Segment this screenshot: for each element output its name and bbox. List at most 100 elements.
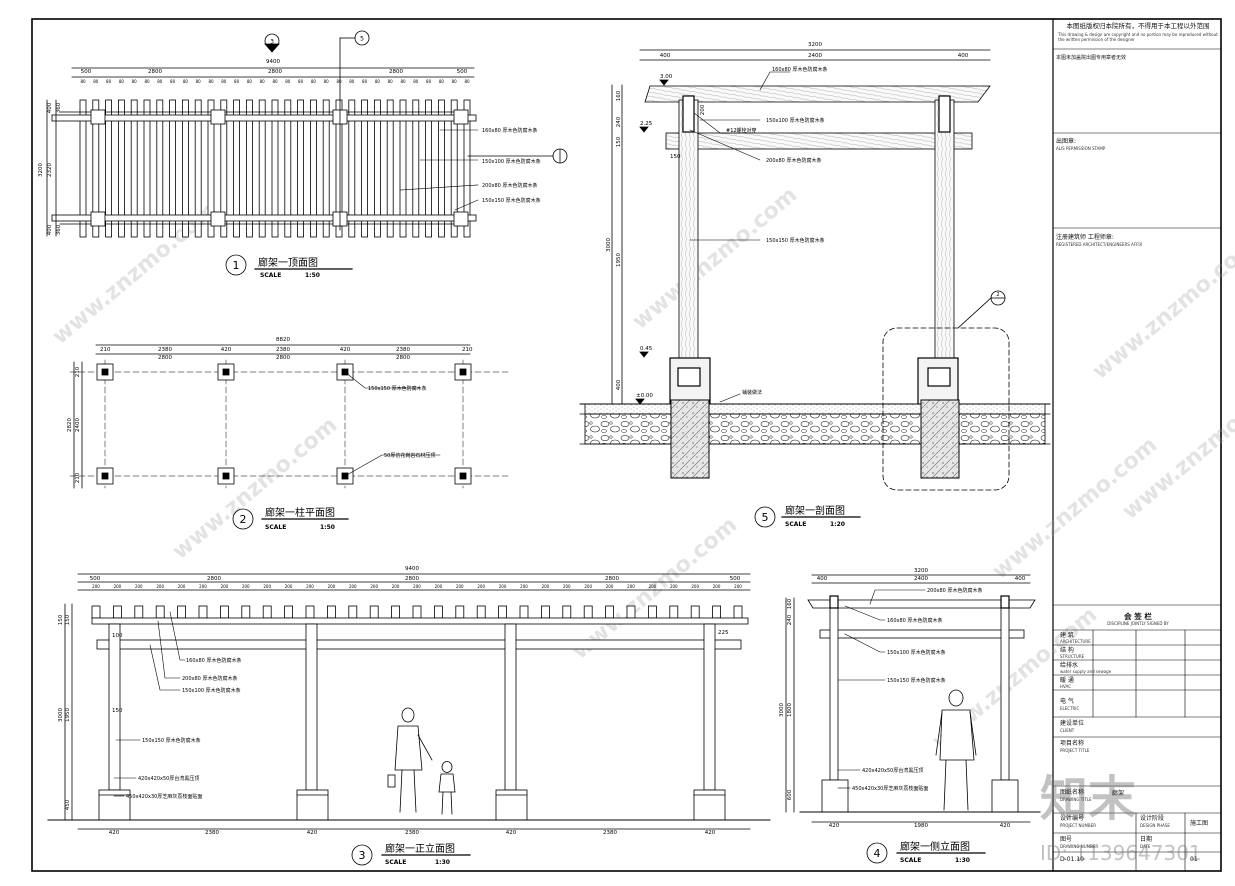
brand-watermark: 知末 ID: 1139647301 — [1040, 771, 1202, 865]
rafter-end — [519, 605, 529, 619]
dim-text: 420 — [307, 830, 318, 836]
dim-text: 400 — [1015, 576, 1026, 582]
rafter-batten — [105, 99, 112, 238]
rafter-end — [669, 605, 679, 619]
discipline-electric: 电 气 — [1060, 698, 1074, 705]
column-footprints — [96, 363, 472, 485]
dim-text: 200 — [520, 584, 528, 589]
rafter-end — [219, 605, 229, 619]
dim-text: 200 — [456, 584, 464, 589]
rafter-end — [241, 605, 251, 619]
view-scale: 1:50 — [305, 272, 320, 279]
rafter-end — [412, 605, 422, 619]
rafter-end — [541, 605, 550, 619]
leader-note: 160x80 厚木色防腐木条 — [887, 617, 942, 624]
dim-text: 200 — [199, 584, 207, 589]
level-mark: 0.45 — [640, 346, 653, 352]
rafter-batten — [437, 99, 445, 238]
dim-text: 80 — [324, 79, 330, 84]
view-scale: 1:30 — [435, 859, 450, 866]
dim-text: 100 — [112, 633, 123, 639]
date-label: 日期 — [1140, 836, 1153, 843]
rafter-end — [91, 605, 101, 619]
rafter-batten — [463, 99, 471, 238]
dim-text: 400 — [958, 53, 969, 59]
leader-note: 150x150 厚木色防腐木条 — [482, 197, 541, 204]
rafter-end — [455, 605, 465, 619]
figure-man — [935, 689, 977, 811]
dim-text: 200 — [606, 584, 614, 589]
dim-text: 150 — [616, 136, 622, 147]
rafter-end — [305, 605, 315, 619]
rafter-batten — [373, 99, 381, 238]
dim-text: 420 — [506, 830, 517, 836]
dim-text: 200 — [670, 584, 678, 589]
rafter-end — [284, 605, 294, 619]
dim-text: 80 — [80, 79, 86, 84]
dim-text: 2800 — [148, 69, 162, 75]
dim-text: 2800 — [396, 355, 410, 361]
drawing-number-label-en: DRAWING NUMBER — [1060, 844, 1099, 849]
design-phase-value: 施工图 — [1190, 820, 1209, 827]
dim-text: 600 — [787, 789, 793, 800]
dim-text: 80 — [260, 79, 266, 84]
dim-text: 80 — [183, 79, 189, 84]
dim-text: 3000 — [606, 238, 612, 252]
rafter-end — [134, 605, 144, 619]
dim-text: 80 — [247, 79, 253, 84]
dim-text: 200 — [413, 584, 421, 589]
dim-text: 500 — [81, 69, 92, 75]
registered-stamp-label-en: REGISTERED ARCHITECT/ENGINEERS AFFIX — [1056, 242, 1143, 247]
rafter-batten — [194, 99, 202, 238]
dim-text: 2800 — [207, 576, 221, 582]
dim-text: 200 — [734, 584, 742, 589]
dim-text: 2820 — [67, 418, 73, 432]
rafter-batten — [143, 99, 151, 238]
dim-text: 9400 — [405, 566, 419, 572]
leader-note: 200x80 厚木色防腐木条 — [766, 157, 821, 164]
dim-text: 80 — [362, 79, 368, 84]
design-phase-label: 设计阶段 — [1140, 815, 1165, 822]
dim-text: 225 — [718, 630, 729, 636]
view-scale: 1:50 — [320, 524, 335, 531]
client-label-en: CLIENT — [1060, 728, 1075, 733]
view-5-title: 5 廊架一剖面图 SCALE 1:20 — [754, 504, 861, 528]
dim-text: 150 — [112, 708, 123, 714]
discipline-plumbing: 给排水 — [1060, 662, 1079, 669]
leader-note: 200x80 厚木色防腐木条 — [482, 182, 537, 189]
dim-text: 200 — [263, 584, 271, 589]
rafter-batten — [322, 99, 330, 238]
dim-text: 80 — [439, 79, 445, 84]
dim-text: 2800 — [389, 69, 403, 75]
dim-text: 2800 — [158, 355, 172, 361]
leader-note: 150x150 厚木色防腐木条 — [887, 677, 946, 684]
rafter-end — [605, 605, 614, 619]
dim-text: 210 — [100, 347, 111, 353]
drawing-title-label: 图纸名称 — [1060, 789, 1085, 796]
drawing-number-value: D-01.10 — [1060, 856, 1084, 863]
dim-text: 80 — [196, 79, 202, 84]
brand-id: ID: 1139647301 — [1040, 841, 1202, 865]
registered-stamp-label: 注册建筑师 工程师章: — [1056, 234, 1114, 241]
dim-text: 420 — [109, 830, 120, 836]
dim-text: 400 — [660, 53, 671, 59]
dim-text: 80 — [272, 79, 278, 84]
leader-note: 150x150 厚木色防腐木条 — [142, 737, 201, 744]
rafter-end — [348, 605, 358, 619]
joint-sign-title-en: DISCIPLINE JOINTLY SIGNED BY — [1107, 621, 1169, 626]
dim-text: 420 — [705, 830, 716, 836]
dim-text: 420 — [340, 347, 351, 353]
dim-text: 200 — [156, 584, 164, 589]
dim-text: 200 — [221, 584, 229, 589]
rafter-end — [712, 605, 721, 619]
drawing-title-label-en: DRAWING TITLE — [1060, 797, 1092, 802]
leader-lines — [399, 129, 479, 211]
rafter-batten — [207, 99, 215, 238]
dim-text: 200 — [370, 584, 378, 589]
stamp-label: 出图章: — [1056, 138, 1077, 145]
sheet-frame — [31, 18, 1222, 872]
dim-text: 360 — [56, 102, 62, 113]
dim-text: 200 — [649, 584, 657, 589]
leader-note: 160x80 厚木色防腐木条 — [186, 657, 241, 664]
